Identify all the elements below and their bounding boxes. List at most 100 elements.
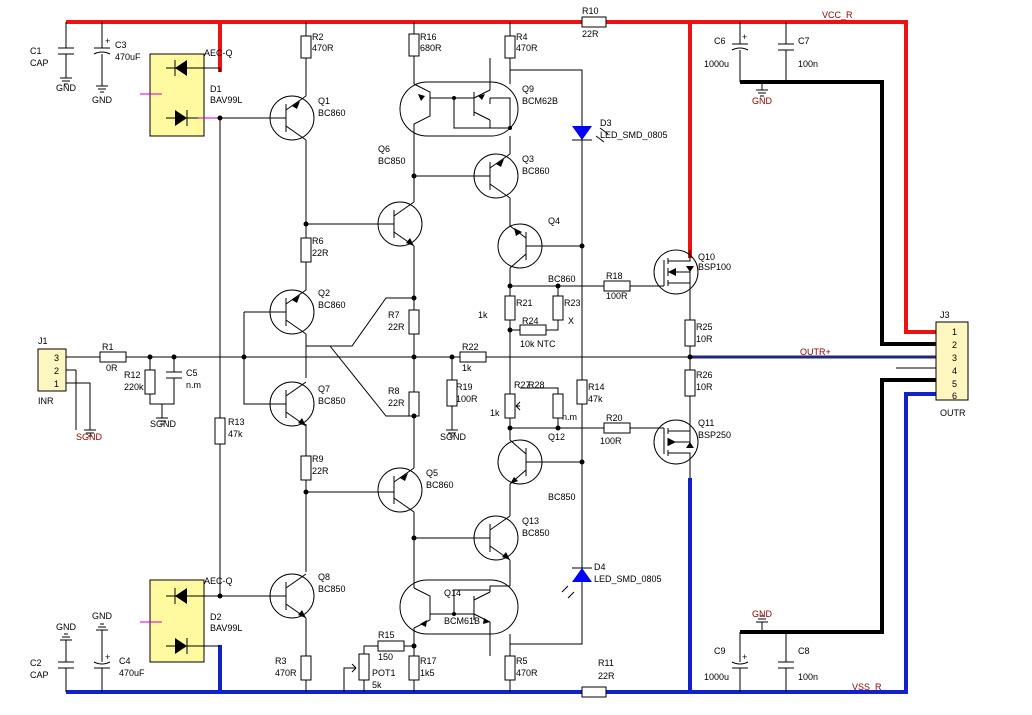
ground-bottom-right: GND xyxy=(752,609,773,632)
svg-text:C7: C7 xyxy=(798,36,810,46)
svg-text:BC860: BC860 xyxy=(426,480,454,490)
svg-text:+: + xyxy=(105,36,110,46)
resistor-r11: R11 22R xyxy=(581,658,615,698)
svg-text:R7: R7 xyxy=(388,310,400,320)
svg-text:R25: R25 xyxy=(696,322,713,332)
svg-text:1: 1 xyxy=(54,379,59,389)
svg-text:150: 150 xyxy=(378,652,393,662)
svg-text:1000u: 1000u xyxy=(704,59,729,69)
svg-text:C6: C6 xyxy=(714,36,726,46)
resistor-r24: R24 10k NTC xyxy=(519,316,556,349)
resistor-r1: R1 0R xyxy=(99,342,127,373)
svg-text:Q14: Q14 xyxy=(444,588,461,598)
svg-text:R10: R10 xyxy=(582,6,599,16)
svg-text:R6: R6 xyxy=(312,236,324,246)
svg-text:BC860: BC860 xyxy=(318,108,346,118)
svg-text:2: 2 xyxy=(952,340,957,350)
svg-text:C8: C8 xyxy=(798,646,810,656)
svg-text:R13: R13 xyxy=(228,417,245,427)
svg-text:Q10: Q10 xyxy=(698,252,715,262)
svg-text:BC850: BC850 xyxy=(378,156,406,166)
resistor-r22: R22 1k xyxy=(459,342,487,373)
svg-text:R1: R1 xyxy=(102,342,114,352)
svg-text:R26: R26 xyxy=(696,370,713,380)
svg-text:SGND: SGND xyxy=(76,432,103,442)
svg-text:Q9: Q9 xyxy=(522,84,534,94)
svg-text:Q3: Q3 xyxy=(522,154,534,164)
svg-text:3: 3 xyxy=(952,353,957,363)
svg-text:100n: 100n xyxy=(798,672,818,682)
svg-text:Q2: Q2 xyxy=(318,288,330,298)
resistor-r8: R8 22R xyxy=(388,386,420,417)
connector-j1: 3 2 1 J1 INR SGND xyxy=(37,336,103,442)
capacitor-c9: + C9 1000u xyxy=(704,632,749,692)
resistor-r5: R5 470R xyxy=(504,655,538,681)
svg-text:C9: C9 xyxy=(714,646,726,656)
capacitor-c8: C8 100n xyxy=(778,632,818,692)
resistor-r26: R26 10R xyxy=(684,369,713,397)
transistor-q6: Q6 BC850 xyxy=(377,144,423,247)
svg-text:R22: R22 xyxy=(462,342,479,352)
svg-text:10R: 10R xyxy=(696,334,713,344)
svg-text:Q12: Q12 xyxy=(548,432,565,442)
svg-text:BC860: BC860 xyxy=(548,274,576,284)
svg-text:R5: R5 xyxy=(516,656,528,666)
svg-text:22R: 22R xyxy=(312,248,329,258)
svg-text:AEC-Q: AEC-Q xyxy=(204,48,233,58)
svg-text:D4: D4 xyxy=(594,562,606,572)
resistor-r6: R6 22R xyxy=(300,236,329,263)
svg-text:3: 3 xyxy=(54,353,59,363)
svg-text:BC850: BC850 xyxy=(318,584,346,594)
svg-text:1k: 1k xyxy=(462,363,472,373)
svg-text:R2: R2 xyxy=(312,32,324,42)
svg-text:+: + xyxy=(742,32,747,42)
resistor-r16: R16 680R xyxy=(408,32,442,57)
svg-text:C2: C2 xyxy=(30,658,42,668)
svg-text:R20: R20 xyxy=(606,413,623,423)
capacitor-c7: C7 100n xyxy=(778,22,818,82)
transistor-q3: Q3 BC860 xyxy=(473,153,550,199)
svg-text:0R: 0R xyxy=(106,363,118,373)
capacitor-c2: C2 CAP GND xyxy=(30,622,77,692)
svg-text:100n: 100n xyxy=(798,59,818,69)
svg-text:Q5: Q5 xyxy=(426,468,438,478)
resistor-r3: R3 470R xyxy=(275,655,312,681)
svg-text:BSP100: BSP100 xyxy=(698,262,731,272)
svg-text:BC850: BC850 xyxy=(522,528,550,538)
svg-text:R4: R4 xyxy=(516,32,528,42)
svg-text:BC860: BC860 xyxy=(318,300,346,310)
svg-text:GND: GND xyxy=(92,95,113,105)
svg-text:D1: D1 xyxy=(210,84,222,94)
svg-text:470R: 470R xyxy=(275,668,297,678)
svg-text:D2: D2 xyxy=(210,612,222,622)
mosfet-q11: Q11 BSP250 xyxy=(653,418,731,478)
transistor-q8: Q8 BC850 xyxy=(269,572,346,619)
svg-text:Q8: Q8 xyxy=(318,572,330,582)
transistor-q5: Q5 BC860 xyxy=(377,467,454,513)
svg-text:CAP: CAP xyxy=(30,670,49,680)
ground-top-right: GND xyxy=(752,82,773,106)
svg-text:Q13: Q13 xyxy=(522,516,539,526)
svg-text:6: 6 xyxy=(952,391,957,401)
svg-text:GND: GND xyxy=(56,622,77,632)
transistor-q1: Q1 BC860 xyxy=(269,95,346,141)
svg-text:C4: C4 xyxy=(119,656,131,666)
svg-text:680R: 680R xyxy=(420,43,442,53)
svg-text:470R: 470R xyxy=(312,43,334,53)
resistor-r2: R2 470R xyxy=(300,32,334,59)
svg-text:Q7: Q7 xyxy=(318,384,330,394)
led-d4: D4 LED_SMD_0805 xyxy=(510,466,662,645)
resistor-r10: R10 22R xyxy=(581,6,607,39)
svg-text:R11: R11 xyxy=(598,658,614,668)
diode-pack-d2: AEC-Q D2 BAV99L xyxy=(140,576,242,663)
resistor-r13: R13 47k xyxy=(214,417,245,445)
resistor-r20: R20 100R xyxy=(600,413,631,446)
svg-text:R12: R12 xyxy=(124,370,141,380)
resistor-r28: R28 n.m xyxy=(520,380,577,428)
transistor-q9: Q9 BCM62B xyxy=(399,58,558,174)
svg-text:POT1: POT1 xyxy=(372,668,396,678)
svg-text:CAP: CAP xyxy=(30,58,49,68)
led-d3: D3 LED_SMD_0805 xyxy=(572,118,668,300)
net-label-vcc: VCC_R xyxy=(822,10,853,20)
svg-text:R19: R19 xyxy=(456,382,473,392)
